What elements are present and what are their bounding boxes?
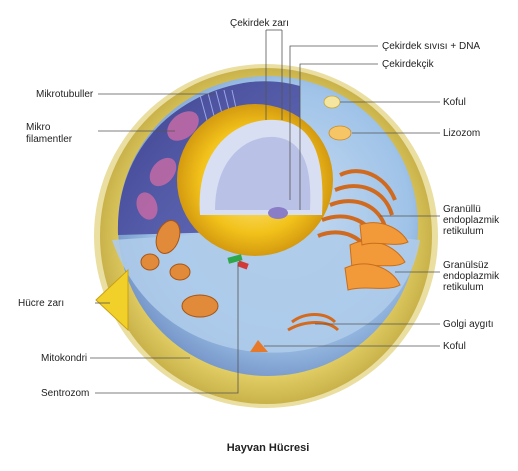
label-sentrozom: Sentrozom (41, 388, 89, 399)
label-granullu-er-3: retikulum (443, 226, 484, 237)
label-granullu-er-1: Granüllü (443, 204, 481, 215)
caption: Hayvan Hücresi (227, 442, 310, 454)
lysosome (328, 125, 352, 141)
label-koful-top: Koful (443, 97, 466, 108)
cell-membrane-fold (95, 268, 129, 332)
cell-cutaway-floor (112, 228, 420, 353)
label-granulsuz-er-3: retikulum (443, 282, 484, 293)
smooth-endoplasmic-reticulum (344, 222, 409, 291)
label-cekirdek-sivisi-dna: Çekirdek sıvısı + DNA (382, 41, 480, 52)
leader-lines (90, 29, 440, 394)
microfilament-vesicles (136, 111, 199, 220)
golgi-apparatus (287, 313, 340, 332)
label-mitokondri: Mitokondri (41, 353, 87, 364)
label-cekirdekcik: Çekirdekçik (382, 59, 435, 70)
label-mikro-filamentler-1: Mikro (26, 122, 51, 133)
label-golgi: Golgi aygıtı (443, 319, 494, 330)
label-mikrotubuller: Mikrotubuller (36, 89, 94, 100)
label-koful-bottom: Koful (443, 341, 466, 352)
nucleus (177, 104, 333, 256)
label-mikro-filamentler-2: filamentler (26, 134, 73, 145)
label-lizozom: Lizozom (443, 128, 480, 139)
mitochondria (140, 220, 219, 318)
vacuole-bottom (250, 340, 268, 352)
label-granulsuz-er-1: Granülsüz (443, 260, 489, 271)
centrosome (227, 254, 249, 270)
label-granulsuz-er-2: endoplazmik (443, 271, 500, 282)
label-granullu-er-2: endoplazmik (443, 215, 500, 226)
label-hucre-zari: Hücre zarı (18, 298, 64, 309)
vacuole-top (323, 95, 341, 109)
label-cekirdek-zari: Çekirdek zarı (230, 18, 289, 29)
